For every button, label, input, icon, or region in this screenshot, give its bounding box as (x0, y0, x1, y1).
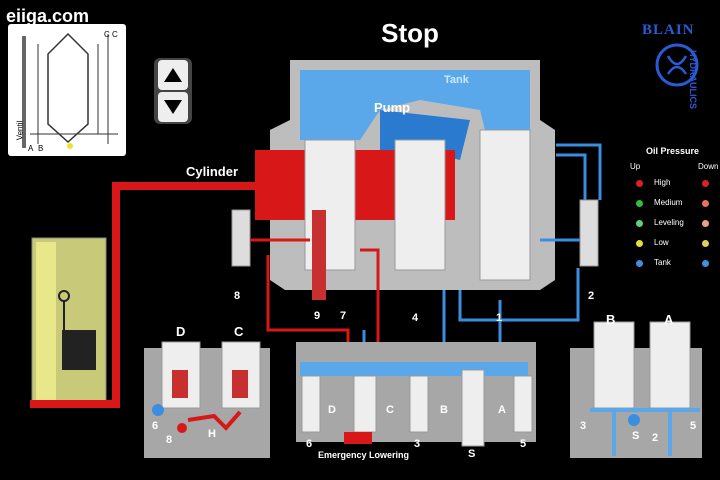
valve-9-label: 9 (314, 310, 321, 322)
left-8-label: 8 (166, 434, 173, 446)
block-d-label: D (328, 404, 336, 416)
valve-8-label: 8 (234, 290, 241, 302)
blain-logo: BLAIN HYDRAULICS (640, 22, 714, 109)
tank-region (300, 70, 530, 150)
left-c-label: C (234, 324, 244, 339)
up-arrow-icon (164, 68, 182, 82)
right-2-label: 2 (652, 432, 659, 444)
valve-2-label: 2 (588, 290, 595, 302)
page-title: Stop (381, 18, 439, 48)
spool-9-7 (304, 139, 356, 271)
valve-1-label: 1 (496, 312, 503, 324)
block-b-label: B (440, 404, 448, 416)
left-d-label: D (176, 324, 186, 339)
elevator-cab (62, 330, 96, 370)
spool-4 (394, 139, 446, 271)
legend-up-dot (636, 240, 643, 247)
manifold-channel (300, 362, 528, 376)
legend-down-dot (702, 260, 709, 267)
minimap-drawing (22, 32, 118, 149)
valve-4-label: 4 (412, 312, 419, 324)
legend-row-label: Tank (654, 258, 671, 267)
down-button[interactable] (158, 92, 188, 122)
legend-up-dot (636, 260, 643, 267)
legend-down-dot (702, 220, 709, 227)
legend-down-header: Down (698, 162, 719, 171)
left-6-label: 6 (152, 420, 159, 432)
emergency-lowering-button (344, 432, 372, 444)
left-h-label: H (208, 428, 216, 440)
legend-down-dot (702, 240, 709, 247)
cylinder-label: Cylinder (186, 164, 239, 179)
legend-up-dot (636, 220, 643, 227)
block-c-label: C (386, 404, 394, 416)
right-5-label: 5 (690, 420, 697, 432)
down-arrow-icon (164, 100, 182, 114)
spool-1 (479, 129, 531, 281)
watermark: eiiga.com (6, 6, 90, 26)
legend-row-label: Low (654, 238, 669, 247)
right-b-label: B (606, 312, 616, 327)
block-s-label: S (468, 448, 476, 460)
right-a-label: A (664, 312, 674, 327)
brand-top-text: BLAIN (642, 22, 695, 38)
right-s-label: S (632, 430, 640, 442)
shaft-column (36, 242, 56, 402)
pump-label: Pump (374, 100, 411, 115)
valve-2 (579, 199, 599, 267)
legend-row-label: High (654, 178, 671, 187)
emergency-lowering-label: Emergency Lowering (318, 450, 410, 460)
legend-row-label: Medium (654, 198, 683, 207)
block-a-label: A (498, 404, 506, 416)
minimap-panel: A B C C Ventil (8, 24, 126, 156)
tank-label: Tank (444, 74, 469, 86)
valve-8 (231, 209, 251, 267)
legend-down-dot (702, 180, 709, 187)
minimap-label-a: A (28, 144, 34, 153)
block-3-label: 3 (414, 438, 421, 450)
legend-up-header: Up (630, 162, 641, 171)
up-button[interactable] (158, 60, 188, 90)
logo-emblem-icon (655, 43, 699, 87)
valve-7-label: 7 (340, 310, 347, 322)
legend-row-label: Leveling (654, 218, 684, 227)
legend-up-dot (636, 200, 643, 207)
brand-side-text: HYDRAULICS (688, 50, 698, 110)
minimap-label-b: B (38, 144, 44, 153)
block-6-label: 6 (306, 438, 313, 450)
right-3-label: 3 (580, 420, 587, 432)
pipe-cylinder-line (30, 182, 260, 408)
legend-down-dot (702, 200, 709, 207)
minimap-label-c: C C (104, 30, 118, 39)
block-5-label: 5 (520, 438, 527, 450)
solenoid-9 (312, 210, 326, 300)
legend-up-dot (636, 180, 643, 187)
legend-title: Oil Pressure (646, 146, 700, 156)
